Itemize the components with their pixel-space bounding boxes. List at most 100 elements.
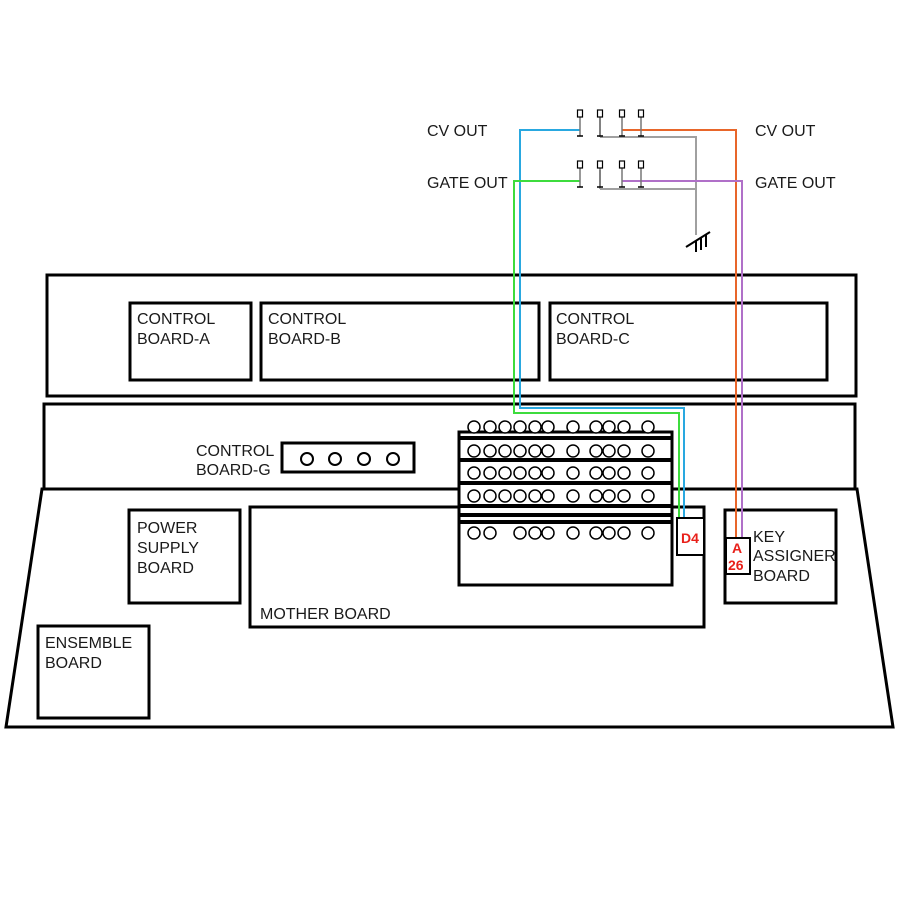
voice-card-knob xyxy=(566,489,580,503)
a26-connector xyxy=(725,537,751,575)
voice-card-knob xyxy=(641,466,655,480)
ensemble-board xyxy=(36,624,151,720)
jack-plug-tip xyxy=(596,160,604,169)
voice-card-knob xyxy=(589,489,603,503)
jack-plug-icon xyxy=(618,160,626,188)
voice-card-knob xyxy=(617,526,631,540)
voice-card-knob xyxy=(641,489,655,503)
voice-card-knob xyxy=(498,420,512,434)
control-g-knob xyxy=(300,452,314,466)
jack-plug-tip xyxy=(596,109,604,118)
gate-wire-purple xyxy=(622,180,743,538)
voice-card-knob xyxy=(528,444,542,458)
voice-card-knob xyxy=(498,444,512,458)
control-g-knob xyxy=(386,452,400,466)
a26-connector-label-bottom: 26 xyxy=(728,557,744,573)
voice-card-knob xyxy=(498,489,512,503)
gate-out-right-label: GATE OUT xyxy=(755,175,836,192)
power-supply-label-line1: POWER xyxy=(137,520,197,537)
control-board-a xyxy=(128,301,253,382)
voice-card-knob xyxy=(602,466,616,480)
control-g-knob xyxy=(328,452,342,466)
voice-card-knob xyxy=(483,420,497,434)
key-assigner-label-line3: BOARD xyxy=(753,568,810,585)
voice-card-knob xyxy=(617,489,631,503)
voice-card-knob xyxy=(528,526,542,540)
control-board-a-label-line1: CONTROL xyxy=(137,311,215,328)
voice-card-knob xyxy=(602,420,616,434)
voice-card-knob xyxy=(483,526,497,540)
key-assigner-label-line1: KEY xyxy=(753,529,785,546)
voice-card-knob xyxy=(617,444,631,458)
ground-wire xyxy=(600,136,697,235)
voice-card-knob xyxy=(566,444,580,458)
voice-card-knob xyxy=(467,466,481,480)
voice-card-knob xyxy=(566,420,580,434)
voice-card-knob xyxy=(541,526,555,540)
voice-card-knob xyxy=(528,420,542,434)
voice-card-rack xyxy=(457,420,674,587)
control-board-c-label-line2: BOARD-C xyxy=(556,331,630,348)
control-board-a-label-line2: BOARD-A xyxy=(137,331,210,348)
control-board-g-knobs xyxy=(300,452,400,466)
voice-card-knob xyxy=(483,444,497,458)
voice-card-knob xyxy=(617,466,631,480)
voice-card-knob xyxy=(602,444,616,458)
voice-card-knob xyxy=(513,526,527,540)
jack-plug-tip xyxy=(618,160,626,169)
a26-connector-label-top: A xyxy=(732,540,742,556)
d4-connector-label: D4 xyxy=(681,530,699,546)
voice-card-knob xyxy=(467,444,481,458)
jack-plug-tip xyxy=(618,109,626,118)
jack-plug-tip xyxy=(576,109,584,118)
control-board-c-label-line1: CONTROL xyxy=(556,311,634,328)
control-board-g-label-line1: CONTROL xyxy=(196,443,274,460)
ensemble-board-label-line2: BOARD xyxy=(45,655,102,672)
voice-card-knob xyxy=(513,444,527,458)
voice-card-knob xyxy=(513,466,527,480)
voice-card-knob xyxy=(602,526,616,540)
d4-connector xyxy=(676,517,705,556)
ensemble-board-label-line1: ENSEMBLE xyxy=(45,635,132,652)
cv-out-left-label: CV OUT xyxy=(427,123,488,140)
power-supply-label-line3: BOARD xyxy=(137,560,194,577)
wiring xyxy=(513,118,743,538)
voice-card-knob xyxy=(483,489,497,503)
voice-card-knob xyxy=(566,526,580,540)
voice-card-knob xyxy=(566,466,580,480)
jack-plug-tip xyxy=(576,160,584,169)
jack-plug-icon xyxy=(618,109,626,137)
ground-symbol-icon xyxy=(685,231,711,252)
voice-card-knob xyxy=(641,420,655,434)
middle-panel xyxy=(42,402,857,492)
cv-out-right-label: CV OUT xyxy=(755,123,816,140)
gate-wire-green xyxy=(513,180,680,518)
jack-plug-icon xyxy=(576,160,584,188)
voice-card-knob xyxy=(541,420,555,434)
jack-plug-tip xyxy=(637,109,645,118)
jack-plug-icon xyxy=(596,160,604,188)
voice-card-knob xyxy=(602,489,616,503)
voice-card-rack-frame xyxy=(457,430,674,587)
jack-plug-icon xyxy=(637,109,645,137)
voice-card-knob xyxy=(589,526,603,540)
cv-wire-blue xyxy=(519,129,685,518)
control-board-g-label-line2: BOARD-G xyxy=(196,462,271,479)
control-board-c xyxy=(548,301,829,382)
control-board-b-label-line2: BOARD-B xyxy=(268,331,341,348)
voice-card-knob xyxy=(641,526,655,540)
voice-card-knob xyxy=(641,444,655,458)
voice-card-knob xyxy=(498,466,512,480)
voice-card-knob xyxy=(589,466,603,480)
voice-card-knob xyxy=(513,489,527,503)
voice-card-knob xyxy=(589,420,603,434)
voice-card-knob xyxy=(513,420,527,434)
mother-board-label: MOTHER BOARD xyxy=(260,606,391,623)
jack-plug-icon xyxy=(596,109,604,137)
jack-plugs xyxy=(576,109,645,188)
control-board-b-label-line1: CONTROL xyxy=(268,311,346,328)
voice-card-knob xyxy=(467,489,481,503)
control-board-b xyxy=(259,301,541,382)
